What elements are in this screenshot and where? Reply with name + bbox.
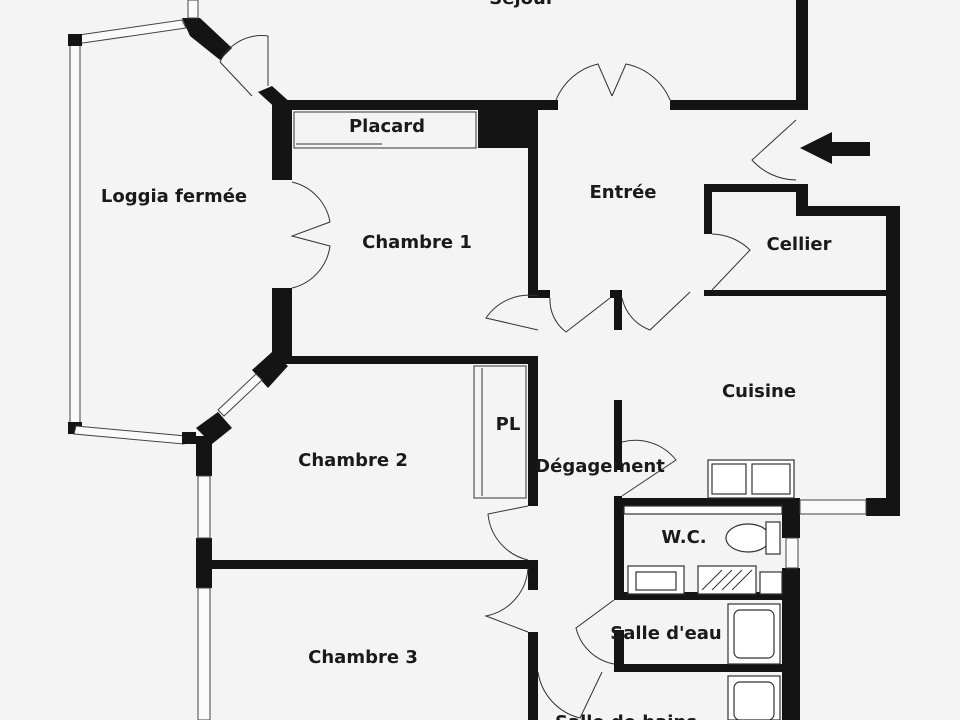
- label-placard: Placard: [349, 116, 425, 137]
- toilet: [725, 523, 771, 553]
- label-chambre-2: Chambre 2: [298, 450, 408, 471]
- label-salle-eau: Salle d'eau: [610, 623, 722, 644]
- fixtures: [623, 459, 795, 720]
- label-degagement: Dégagement: [535, 456, 665, 477]
- label-salle-bains: Salle de bains: [555, 712, 697, 720]
- label-chambre-3: Chambre 3: [308, 647, 418, 668]
- label-chambre-1: Chambre 1: [362, 232, 472, 253]
- doors: [219, 35, 797, 719]
- walls: [182, 0, 900, 720]
- entry-arrow-icon: [800, 132, 870, 164]
- windows: [68, 0, 867, 720]
- built-ins: [293, 111, 527, 499]
- label-cuisine: Cuisine: [722, 381, 796, 402]
- label-sejour: Séjour: [489, 0, 555, 9]
- label-entree: Entrée: [589, 182, 656, 203]
- room-labels: Séjour Loggia fermée Placard Entrée Cham…: [101, 0, 832, 720]
- label-cellier: Cellier: [766, 234, 831, 255]
- label-wc: W.C.: [661, 527, 706, 548]
- label-loggia: Loggia fermée: [101, 186, 247, 207]
- label-pl: PL: [496, 414, 521, 435]
